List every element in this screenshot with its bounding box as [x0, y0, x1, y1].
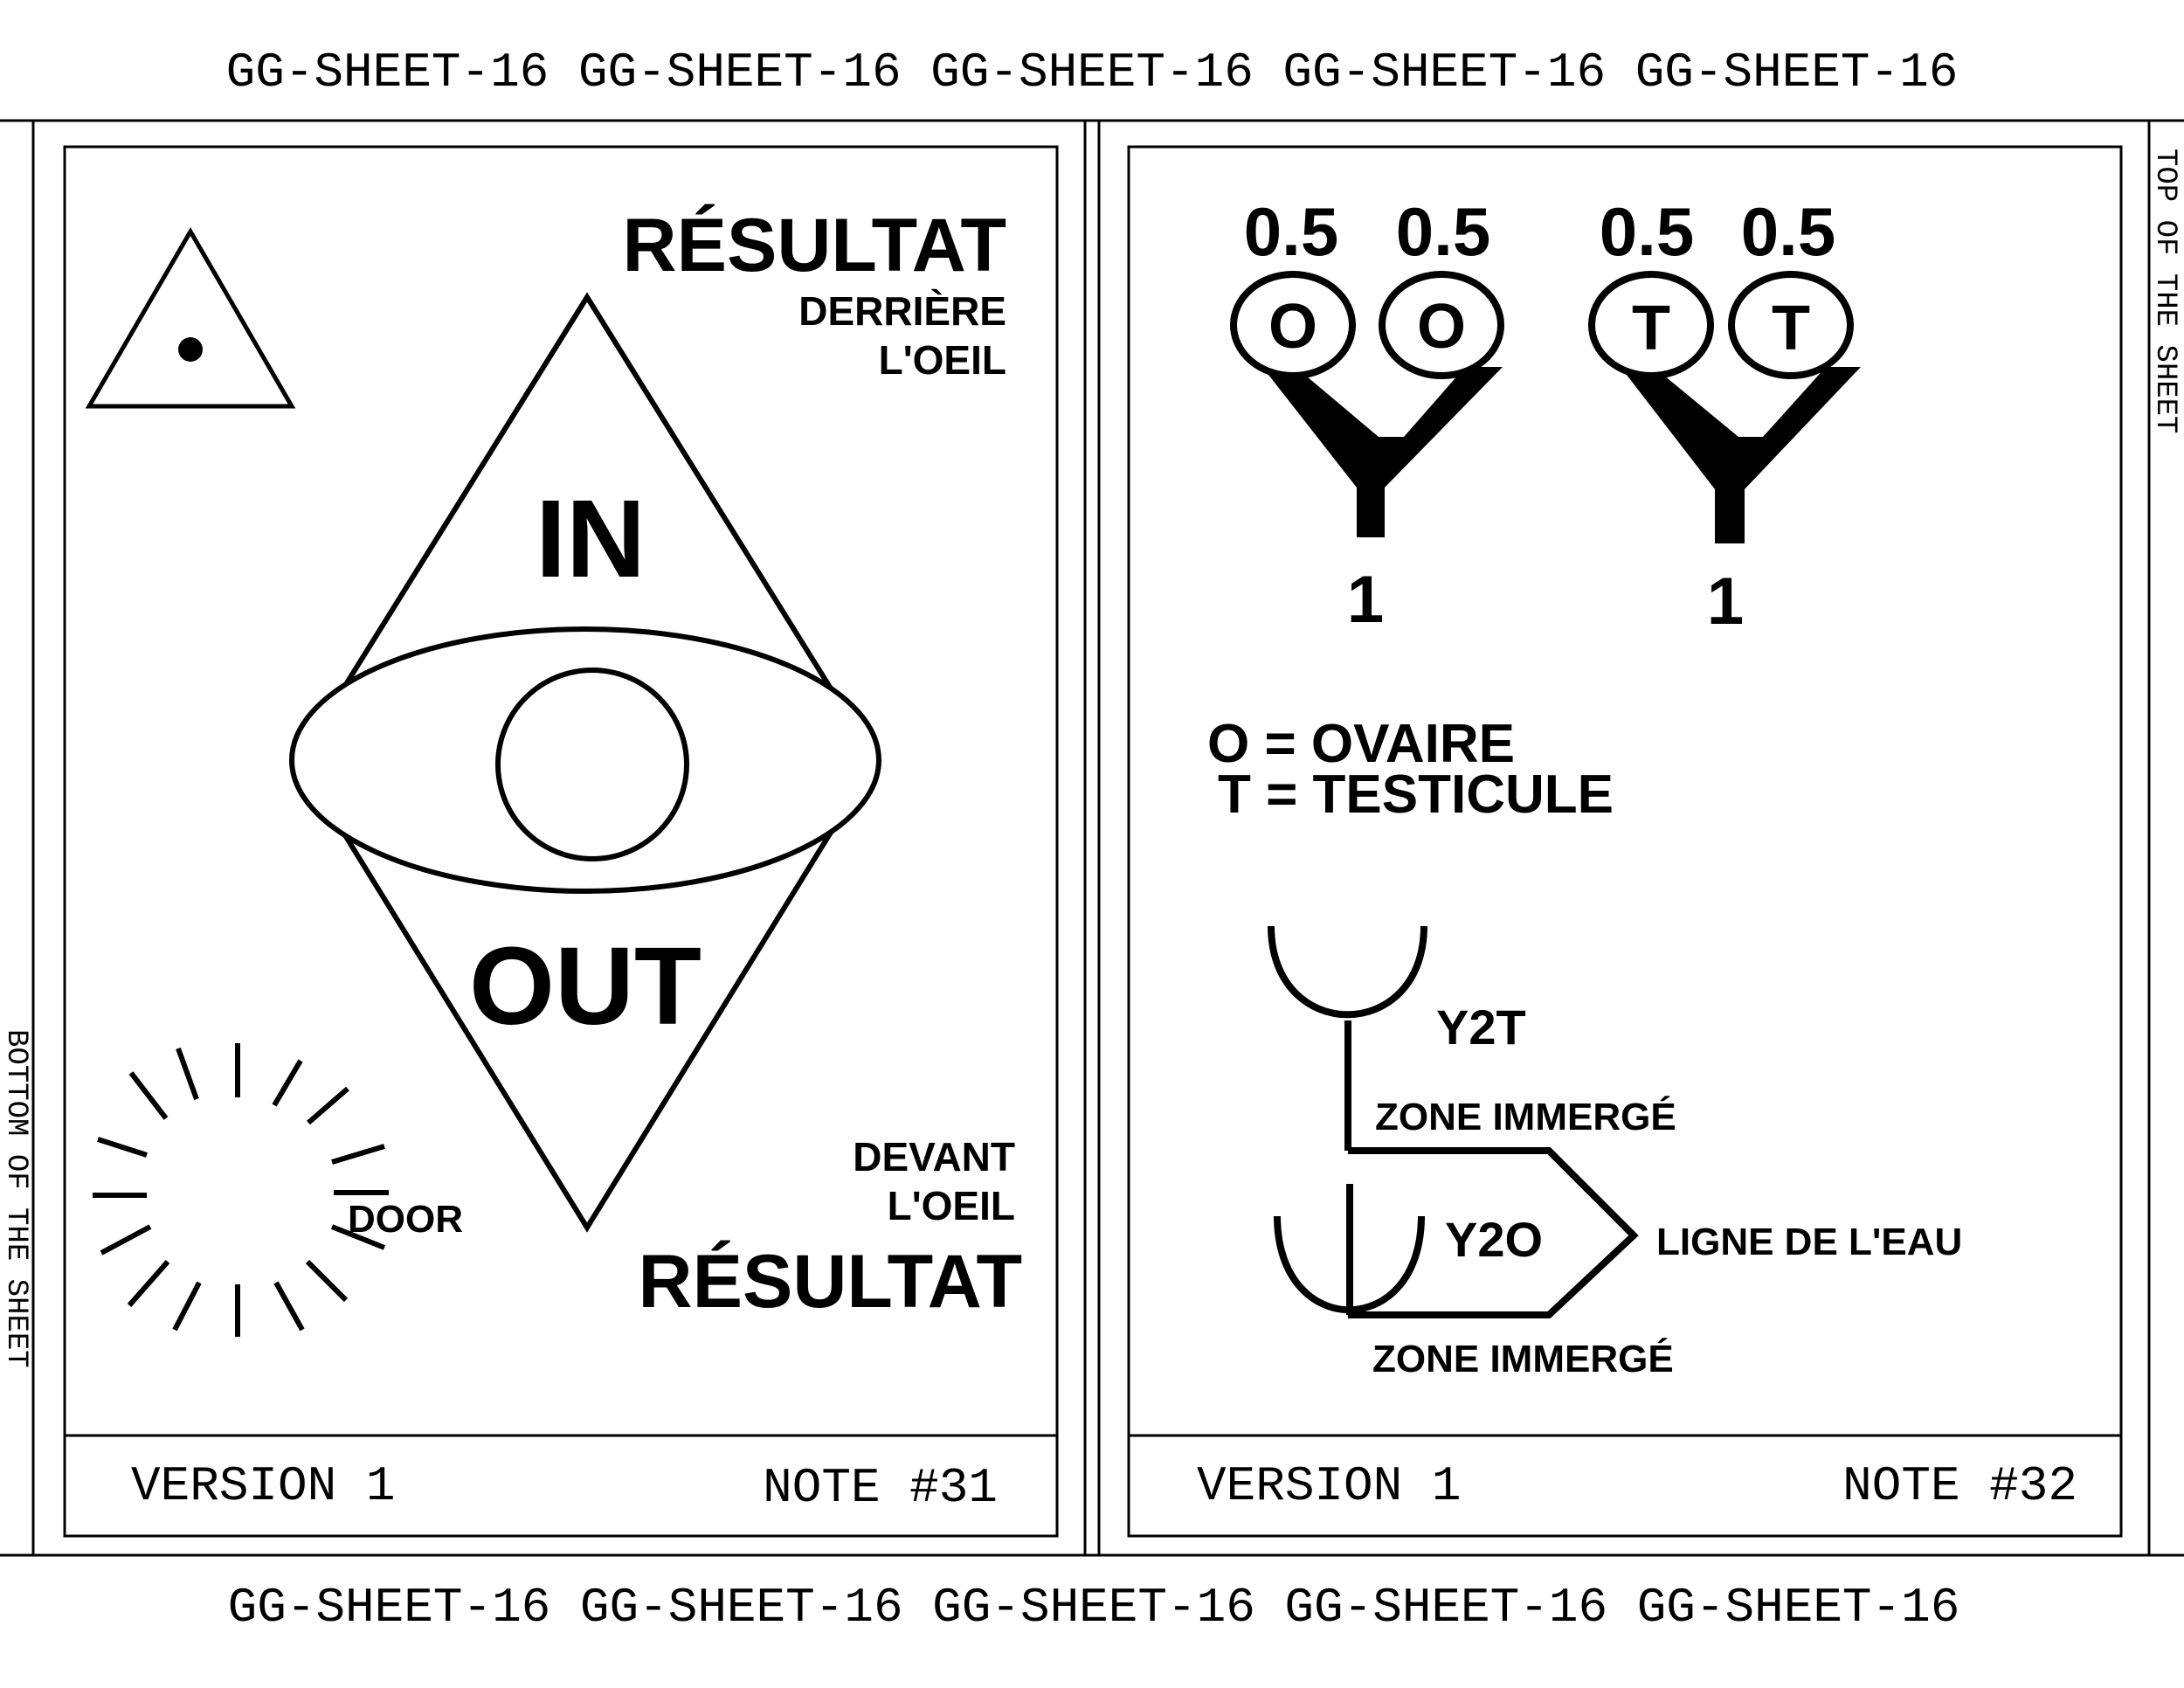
card-right-note: NOTE #32 [1842, 1458, 2077, 1514]
left-side-label: BOTTOM OF THE SHEET [0, 1029, 32, 1368]
oeil-top-label: L'OEIL [879, 337, 1006, 383]
in-label: IN [536, 477, 646, 600]
fork-t-left-value: 0.5 [1600, 193, 1694, 270]
door-sunburst-icon [93, 1043, 389, 1337]
resultat-top-label: RÉSULTAT [623, 204, 1007, 287]
testicle-fork-icon [1588, 271, 1861, 543]
card-left-note: NOTE #31 [763, 1460, 998, 1516]
diamond-eye-icon [289, 292, 881, 1233]
card-note-31: RÉSULTAT DERRIÈRE L'OEIL IN OUT DOOR DEV… [63, 145, 1059, 1538]
derriere-label: DERRIÈRE [798, 288, 1006, 334]
fork-o-right-value: 0.5 [1396, 193, 1490, 270]
fork-t-left-letter: T [1632, 294, 1670, 363]
devant-label: DEVANT [853, 1134, 1015, 1180]
card-right-version: VERSION 1 [1197, 1458, 1461, 1514]
y2t-label: Y2T [1436, 1000, 1526, 1055]
y2o-label: Y2O [1445, 1212, 1543, 1267]
ovary-fork-icon [1230, 271, 1504, 537]
resultat-bottom-label: RÉSULTAT [639, 1240, 1023, 1324]
fork-o-left-value: 0.5 [1244, 193, 1338, 270]
top-banner: GG-SHEET-16 GG-SHEET-16 GG-SHEET-16 GG-S… [226, 45, 1959, 100]
fork-o-left-letter: O [1268, 292, 1317, 362]
waterline-label: LIGNE DE L'EAU [1656, 1221, 1962, 1263]
zone-immerge-lower: ZONE IMMERGÉ [1372, 1337, 1674, 1380]
eye-of-triangle-icon [85, 227, 296, 409]
right-side-label: TOP OF THE SHEET [2148, 149, 2181, 433]
door-label: DOOR [348, 1198, 463, 1241]
waterline-diagram-icon [1268, 925, 1639, 1318]
card-left-version: VERSION 1 [131, 1458, 395, 1514]
oeil-bottom-label: L'OEIL [888, 1183, 1015, 1228]
out-label: OUT [469, 924, 702, 1048]
fork-t-right-value: 0.5 [1741, 193, 1835, 270]
fork-o-stem-value: 1 [1347, 563, 1384, 637]
fork-t-stem-value: 1 [1707, 564, 1744, 639]
bottom-banner: GG-SHEET-16 GG-SHEET-16 GG-SHEET-16 GG-S… [228, 1580, 1960, 1636]
zone-immerge-upper: ZONE IMMERGÉ [1375, 1095, 1676, 1138]
fork-o-right-letter: O [1417, 292, 1466, 362]
legend-ovaire: O = OVAIRE [1207, 714, 1515, 774]
card-note-32: 0.5 0.5 O O 1 0.5 0.5 T T 1 O = OVAIRE T… [1127, 145, 2123, 1538]
card-left-border [63, 145, 1059, 1538]
fork-t-right-letter: T [1772, 294, 1810, 363]
card-right-border [1127, 145, 2123, 1538]
legend-testicule: T = TESTICULE [1218, 764, 1614, 825]
